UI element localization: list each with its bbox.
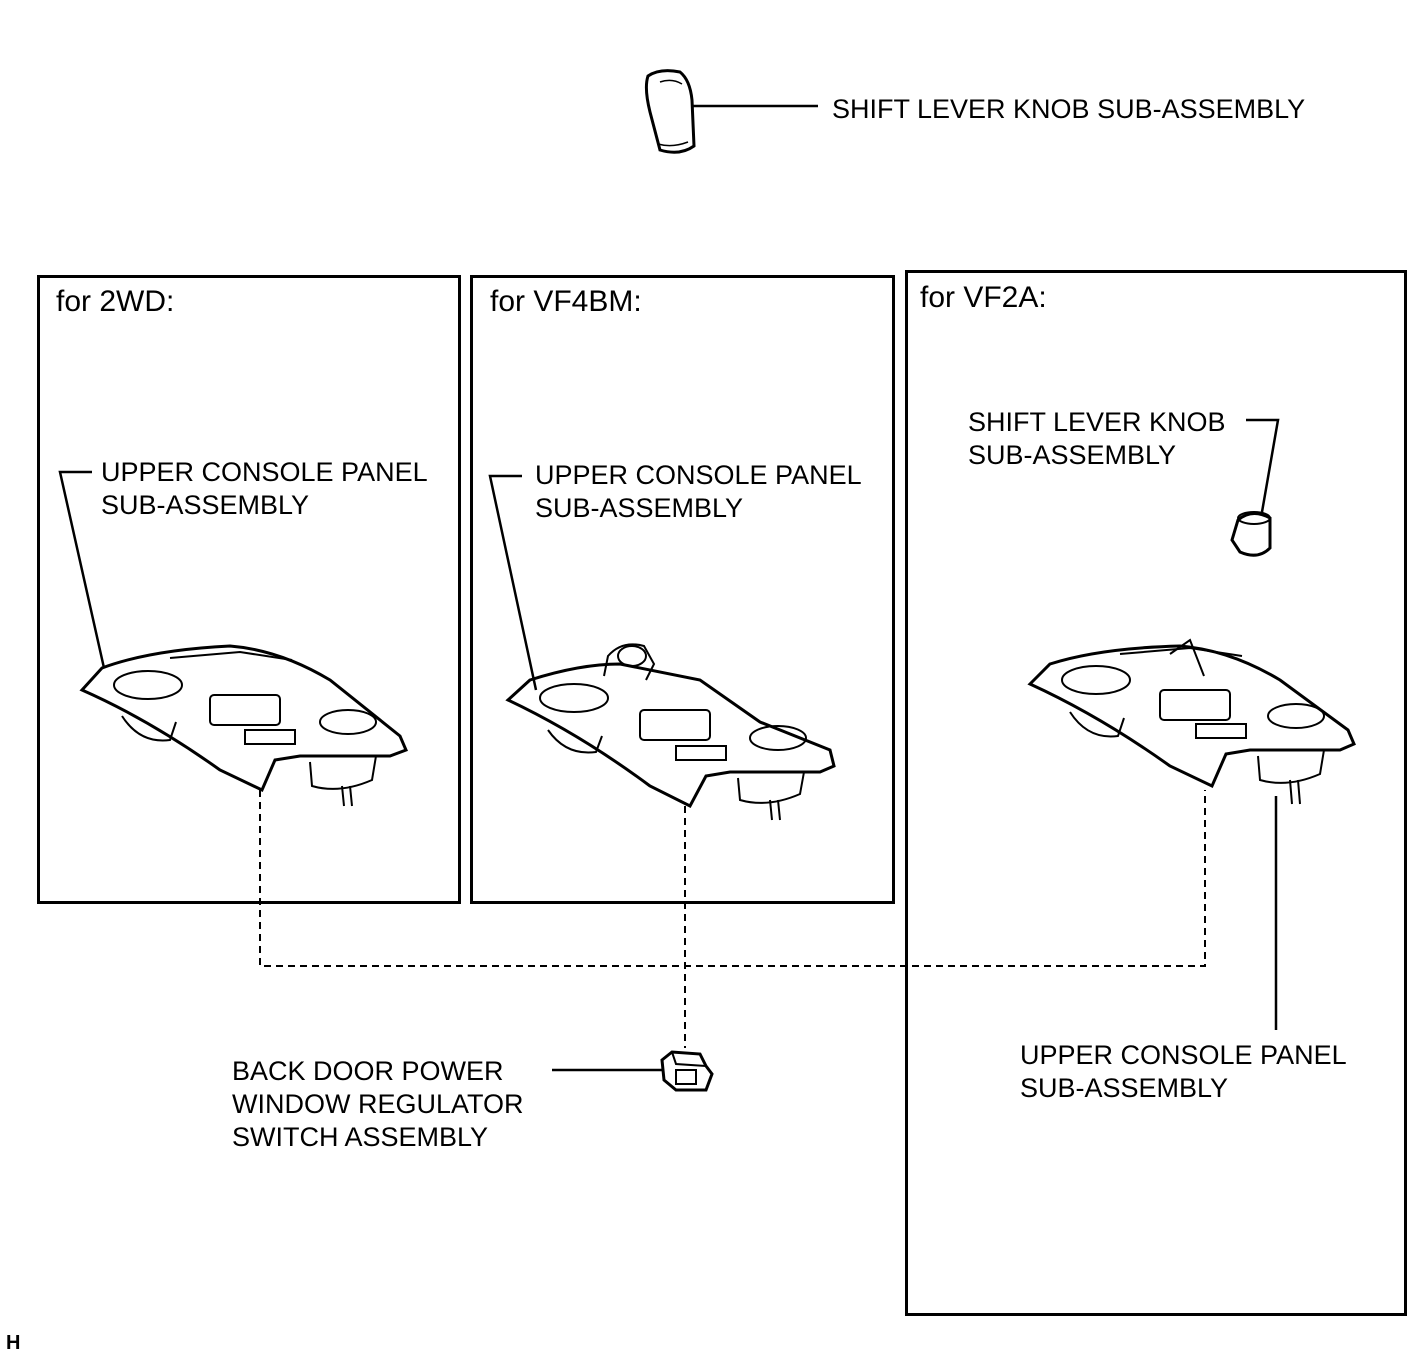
leader-vf2a-knob xyxy=(1246,418,1280,513)
label-switch-line3: SWITCH ASSEMBLY xyxy=(232,1122,489,1152)
leader-2wd xyxy=(58,470,106,669)
back-door-switch xyxy=(660,1050,714,1092)
label-vf2a-panel-line2: SUB-ASSEMBLY xyxy=(1020,1073,1229,1103)
frame-title-2wd: for 2WD: xyxy=(56,285,175,318)
label-vf2a-panel-line1: UPPER CONSOLE PANEL xyxy=(1020,1040,1347,1070)
console-panel-2wd xyxy=(79,644,408,807)
label-switch-line1: BACK DOOR POWER xyxy=(232,1056,504,1086)
frame-title-vf4bm: for VF4BM: xyxy=(490,285,642,318)
console-panel-vf4bm xyxy=(505,643,836,821)
frame-vf2a xyxy=(905,270,1407,1316)
console-panel-vf2a xyxy=(1027,638,1356,805)
label-top-knob: SHIFT LEVER KNOB SUB-ASSEMBLY xyxy=(832,94,1306,124)
frame-title-vf2a: for VF2A: xyxy=(920,281,1047,314)
corner-mark: H xyxy=(6,1332,21,1354)
shift-lever-knob-top xyxy=(644,69,696,154)
shift-lever-knob-vf2a xyxy=(1230,511,1272,557)
label-2wd-line1: UPPER CONSOLE PANEL xyxy=(101,457,428,487)
label-2wd-line2: SUB-ASSEMBLY xyxy=(101,490,310,520)
dashed-connectors xyxy=(259,790,1206,1048)
label-vf2a-knob-line2: SUB-ASSEMBLY xyxy=(968,440,1177,470)
leader-vf4bm xyxy=(488,474,538,691)
label-switch-line2: WINDOW REGULATOR xyxy=(232,1089,524,1119)
label-vf4bm-line2: SUB-ASSEMBLY xyxy=(535,493,744,523)
frame-2wd xyxy=(37,275,461,904)
frame-vf4bm xyxy=(470,275,895,904)
label-vf4bm-line1: UPPER CONSOLE PANEL xyxy=(535,460,862,490)
label-vf2a-knob-line1: SHIFT LEVER KNOB xyxy=(968,407,1226,437)
